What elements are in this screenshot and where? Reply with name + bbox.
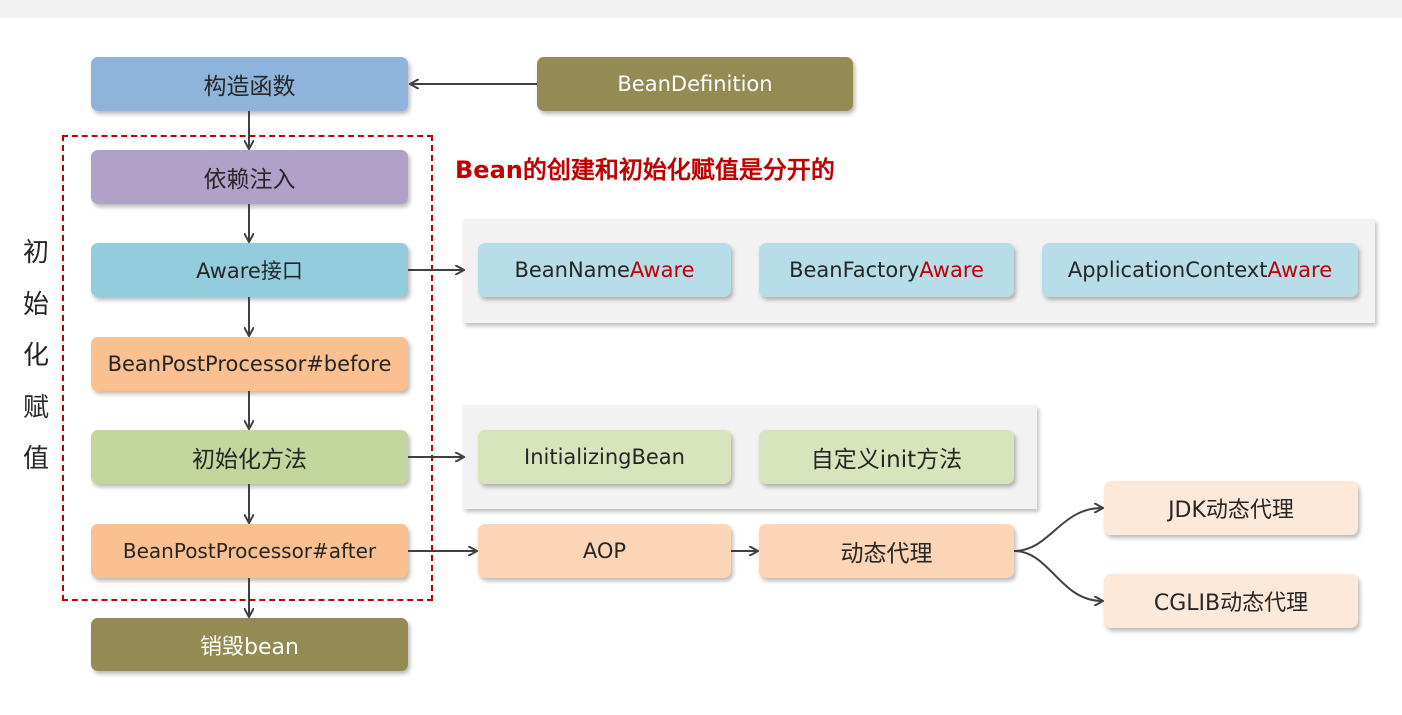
aware-prefix: ApplicationContext: [1067, 258, 1268, 282]
destroy-bean-box: 销毁bean: [91, 618, 408, 671]
initialization-group-border: [62, 135, 433, 601]
initialization-vertical-label: 初 始 化 赋 值: [16, 228, 56, 486]
constructor-box: 构造函数: [91, 57, 408, 111]
vertical-label-char: 化: [22, 341, 49, 371]
vertical-label-char: 初: [22, 238, 49, 268]
jdk-proxy-box: JDK动态代理: [1104, 481, 1358, 535]
creation-note: Bean的创建和初始化赋值是分开的: [455, 156, 835, 184]
aware-interface-box: Aware接口: [91, 243, 408, 297]
arrow-dynamic-proxy-to-cglib: [1013, 550, 1102, 601]
vertical-label-char: 赋: [22, 392, 49, 423]
aop-box: AOP: [478, 524, 731, 578]
vertical-label-char: 始: [22, 289, 49, 320]
bpp-before-box: BeanPostProcessor#before: [91, 337, 408, 391]
aware-suffix: Aware: [919, 258, 984, 282]
initializing-bean-box: InitializingBean: [478, 430, 731, 484]
aware-suffix: Aware: [629, 258, 695, 282]
top-bar: [0, 0, 1402, 18]
aware-suffix: Aware: [1267, 258, 1333, 282]
bean-definition-box: BeanDefinition: [537, 57, 853, 111]
custom-init-method-box: 自定义init方法: [759, 430, 1014, 484]
arrow-dynamic-proxy-to-jdk: [1013, 508, 1102, 552]
dependency-injection-box: 依赖注入: [91, 150, 408, 204]
aware-prefix: BeanFactory: [789, 258, 920, 282]
vertical-label-char: 值: [22, 444, 49, 474]
bpp-after-box: BeanPostProcessor#after: [91, 524, 408, 578]
aware-prefix: BeanName: [514, 258, 630, 282]
dynamic-proxy-box: 动态代理: [759, 524, 1014, 578]
init-method-box: 初始化方法: [91, 430, 408, 484]
cglib-proxy-box: CGLIB动态代理: [1104, 574, 1358, 628]
